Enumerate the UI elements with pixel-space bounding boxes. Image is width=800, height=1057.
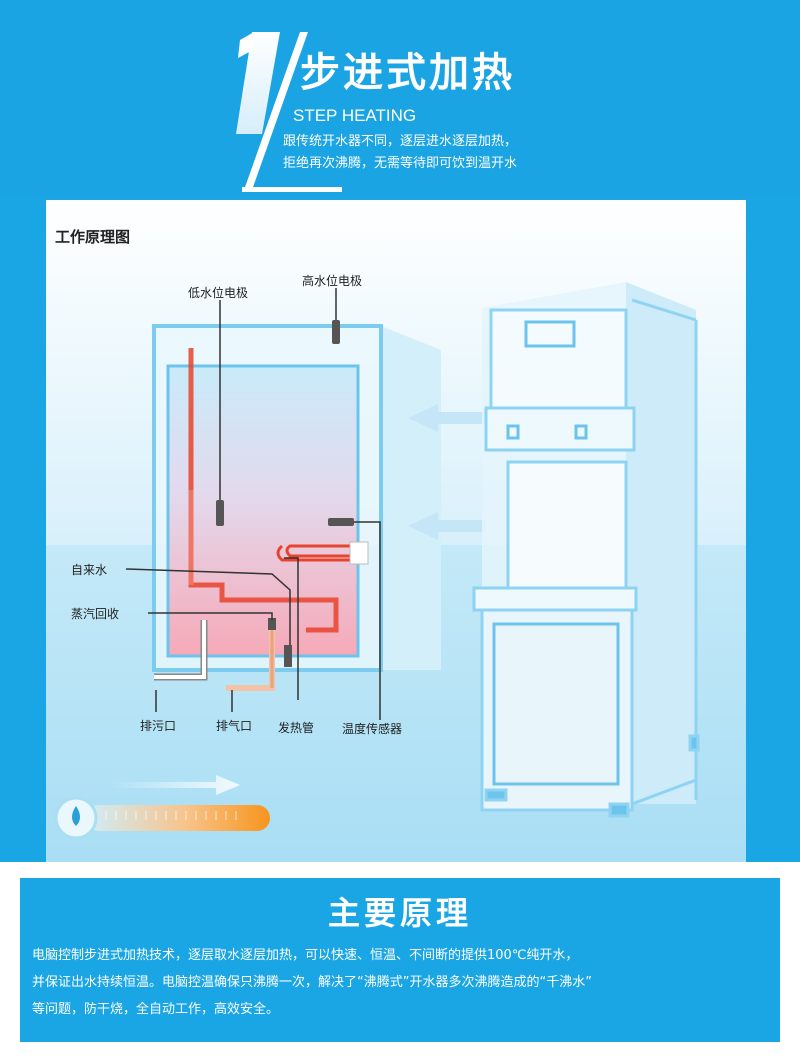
low-water-electrode [216,500,224,526]
principle-line: 等问题，防干烧，全自动工作，高效安全。 [32,1002,280,1017]
label-heating-tube: 发热管 [278,721,315,735]
page-subtitle: STEP HEATING [293,106,417,125]
heating-tube-end [284,645,292,667]
temperature-sensor [328,518,354,526]
step-number-graphic [236,32,342,192]
water-tank [166,364,360,658]
description-line: 跟传统开水器不同，逐层进水逐层加热， [283,134,518,149]
water-drop-icon [72,806,80,826]
label-tap-water: 自来水 [71,563,108,577]
thermometer-bar [86,805,270,831]
principle-text: 电脑控制步进式加热技术，逐层取水逐层加热，可以快速、恒温、不间断的提供100℃纯… [32,942,772,1023]
diagram-panel: 工作原理图 低水位电极 高水位电极 自来水 蒸汽回收 排污口 排气口 发热管 温… [46,200,746,862]
diagram-title: 工作原理图 [55,228,131,246]
principle-line: 并保证出水持续恒温。电脑控温确保只沸腾一次，解决了“沸腾式”开水器多次沸腾造成的… [32,975,592,990]
principle-line: 电脑控制步进式加热技术，逐层取水逐层加热，可以快速、恒温、不间断的提供100℃纯… [32,948,579,963]
heat-flow-arrow [110,775,240,795]
principle-section: 主要原理 电脑控制步进式加热技术，逐层取水逐层加热，可以快速、恒温、不间断的提供… [20,878,780,1042]
flow-arrow [408,512,486,540]
label-high-water-electrode: 高水位电极 [302,274,363,288]
label-steam-recovery: 蒸汽回收 [71,607,120,621]
page-title: 步进式加热 [300,50,515,96]
description-line: 拒绝再次沸腾，无需等待即可饮到温开水 [283,156,518,171]
label-low-water-electrode: 低水位电极 [188,286,249,300]
label-drain-outlet: 排污口 [140,719,177,733]
flow-arrow [408,404,486,432]
label-temperature-sensor: 温度传感器 [342,722,403,736]
principle-title: 主要原理 [327,894,472,932]
header-banner [0,0,800,198]
working-principle-diagram [46,200,746,862]
header-description: 跟传统开水器不同，逐层进水逐层加热， 拒绝再次沸腾，无需等待即可饮到温开水 [283,131,683,175]
label-vent-outlet: 排气口 [216,719,253,733]
water-boiler-machine [472,282,700,818]
high-water-electrode [332,320,340,344]
